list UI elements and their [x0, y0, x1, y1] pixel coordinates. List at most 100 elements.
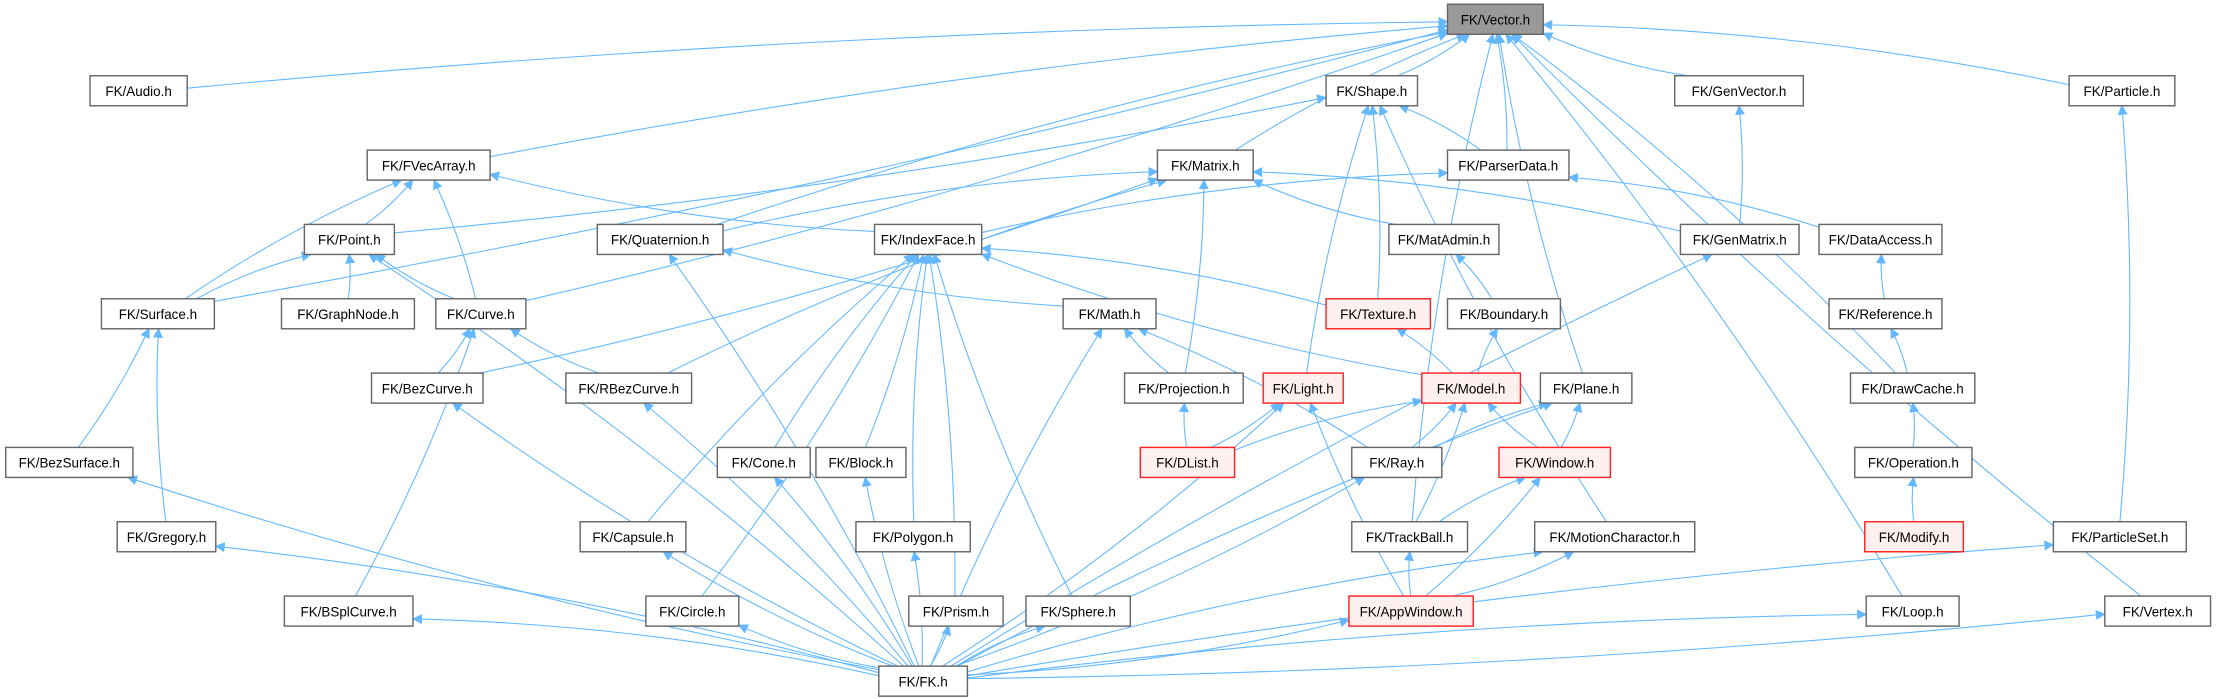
node-box — [5, 446, 134, 479]
node-vector[interactable]: FK/Vector.h — [1446, 3, 1544, 36]
node-trackball[interactable]: FK/TrackBall.h — [1351, 521, 1469, 553]
node-box — [1674, 75, 1805, 107]
edge-rbezcurve-to-curve — [509, 328, 600, 374]
edge-parserdata-to-shape — [1398, 104, 1482, 151]
node-plane[interactable]: FK/Plane.h — [1539, 372, 1633, 404]
node-box — [1262, 372, 1344, 404]
edge-window-to-plane — [1560, 402, 1583, 448]
node-label: FK/Math.h — [1079, 307, 1141, 322]
node-texture[interactable]: FK/Texture.h — [1325, 298, 1432, 330]
node-label: FK/Matrix.h — [1171, 158, 1240, 173]
edge-capsule-to-indexface — [647, 253, 914, 523]
node-box — [280, 298, 416, 330]
edge-fk-to-prism — [929, 625, 952, 667]
node-prism[interactable]: FK/Prism.h — [908, 595, 1004, 627]
node-block[interactable]: FK/Block.h — [815, 446, 907, 479]
node-ray[interactable]: FK/Ray.h — [1351, 446, 1443, 479]
node-shape[interactable]: FK/Shape.h — [1325, 75, 1419, 107]
node-surface[interactable]: FK/Surface.h — [100, 298, 216, 330]
node-matrix[interactable]: FK/Matrix.h — [1156, 149, 1254, 181]
node-label: FK/Texture.h — [1340, 307, 1416, 322]
edge-curve-to-point — [375, 253, 455, 300]
node-quaternion[interactable]: FK/Quaternion.h — [596, 223, 724, 256]
node-motioncharactor[interactable]: FK/MotionCharactor.h — [1533, 521, 1696, 553]
node-box — [596, 223, 724, 256]
node-math[interactable]: FK/Math.h — [1062, 298, 1157, 330]
node-bsplcurve[interactable]: FK/BSplCurve.h — [283, 595, 414, 627]
edge-dlist-to-light — [1210, 402, 1281, 448]
node-loop[interactable]: FK/Loop.h — [1865, 595, 1960, 627]
edge-reference-to-dataaccess — [1875, 253, 1886, 299]
node-label: FK/FVecArray.h — [382, 158, 476, 173]
node-matadmin[interactable]: FK/MatAdmin.h — [1388, 223, 1500, 256]
node-rbezcurve[interactable]: FK/RBezCurve.h — [565, 372, 693, 404]
node-box — [1388, 223, 1500, 256]
edge-projection-to-matrix — [1184, 179, 1209, 374]
node-genvector[interactable]: FK/GenVector.h — [1674, 75, 1805, 107]
node-box — [1533, 521, 1696, 553]
node-box — [1865, 595, 1960, 627]
node-label: FK/Window.h — [1515, 456, 1594, 471]
node-cone[interactable]: FK/Cone.h — [716, 446, 811, 479]
node-box — [370, 372, 484, 404]
node-box — [716, 446, 811, 479]
node-fk[interactable]: FK/FK.h — [878, 665, 969, 697]
node-drawcache[interactable]: FK/DrawCache.h — [1849, 372, 1976, 404]
edge-fk-to-sphere — [956, 623, 1046, 667]
node-parserdata[interactable]: FK/ParserData.h — [1446, 149, 1570, 181]
node-sphere[interactable]: FK/Sphere.h — [1025, 595, 1132, 627]
node-indexface[interactable]: FK/IndexFace.h — [873, 223, 983, 256]
node-label: FK/Curve.h — [447, 307, 515, 322]
node-vertex[interactable]: FK/Vertex.h — [2104, 595, 2212, 627]
node-label: FK/Capsule.h — [592, 530, 673, 545]
node-dlist[interactable]: FK/DList.h — [1139, 446, 1236, 479]
edge-texture-to-indexface — [980, 243, 1327, 306]
node-gregory[interactable]: FK/Gregory.h — [116, 521, 217, 553]
node-bezsurface[interactable]: FK/BezSurface.h — [5, 446, 134, 479]
edge-fk-to-capsule — [662, 551, 894, 667]
node-genmatrix[interactable]: FK/GenMatrix.h — [1679, 223, 1800, 256]
node-curve[interactable]: FK/Curve.h — [435, 298, 527, 330]
node-box — [303, 223, 396, 256]
edge-dataaccess-to-parserdata — [1567, 172, 1820, 228]
node-light[interactable]: FK/Light.h — [1262, 372, 1344, 404]
node-box — [1679, 223, 1800, 256]
node-window[interactable]: FK/Window.h — [1498, 446, 1612, 479]
edge-bezcurve-to-curve — [437, 327, 471, 374]
node-fvecarray[interactable]: FK/FVecArray.h — [366, 149, 491, 181]
node-model[interactable]: FK/Model.h — [1421, 372, 1522, 404]
node-particle[interactable]: FK/Particle.h — [2068, 75, 2176, 107]
node-polygon[interactable]: FK/Polygon.h — [855, 521, 971, 553]
node-bezcurve[interactable]: FK/BezCurve.h — [370, 372, 484, 404]
node-boundary[interactable]: FK/Boundary.h — [1446, 298, 1562, 330]
node-dataaccess[interactable]: FK/DataAccess.h — [1818, 223, 1943, 256]
node-particleset[interactable]: FK/ParticleSet.h — [2052, 521, 2187, 553]
node-label: FK/Gregory.h — [127, 530, 207, 545]
node-box — [1156, 149, 1254, 181]
edge-curve-to-vector — [525, 31, 1449, 302]
node-modify[interactable]: FK/Modify.h — [1864, 521, 1965, 553]
node-projection[interactable]: FK/Projection.h — [1123, 372, 1244, 404]
node-circle[interactable]: FK/Circle.h — [645, 595, 740, 627]
edge-point-to-shape — [394, 94, 1328, 234]
edge-indexface-to-fvecarray — [489, 171, 875, 232]
edge-drawcache-to-reference — [1890, 327, 1908, 374]
node-graphnode[interactable]: FK/GraphNode.h — [280, 298, 416, 330]
edge-fk-to-vertex — [967, 610, 2106, 680]
edge-boundary-to-matadmin — [1455, 253, 1493, 300]
edge-surface-to-fvecarray — [184, 179, 403, 300]
node-box — [1539, 372, 1633, 404]
node-audio[interactable]: FK/Audio.h — [89, 75, 188, 107]
node-capsule[interactable]: FK/Capsule.h — [579, 521, 687, 553]
node-label: FK/Projection.h — [1138, 381, 1230, 396]
node-label: FK/Model.h — [1437, 381, 1506, 396]
edge-fk-to-ray — [955, 476, 1366, 667]
edge-window-to-model — [1487, 402, 1539, 448]
node-reference[interactable]: FK/Reference.h — [1828, 298, 1943, 330]
node-label: FK/Operation.h — [1868, 456, 1959, 471]
node-point[interactable]: FK/Point.h — [303, 223, 396, 256]
node-appwindow[interactable]: FK/AppWindow.h — [1348, 595, 1474, 627]
node-operation[interactable]: FK/Operation.h — [1854, 446, 1973, 479]
node-box — [855, 521, 971, 553]
